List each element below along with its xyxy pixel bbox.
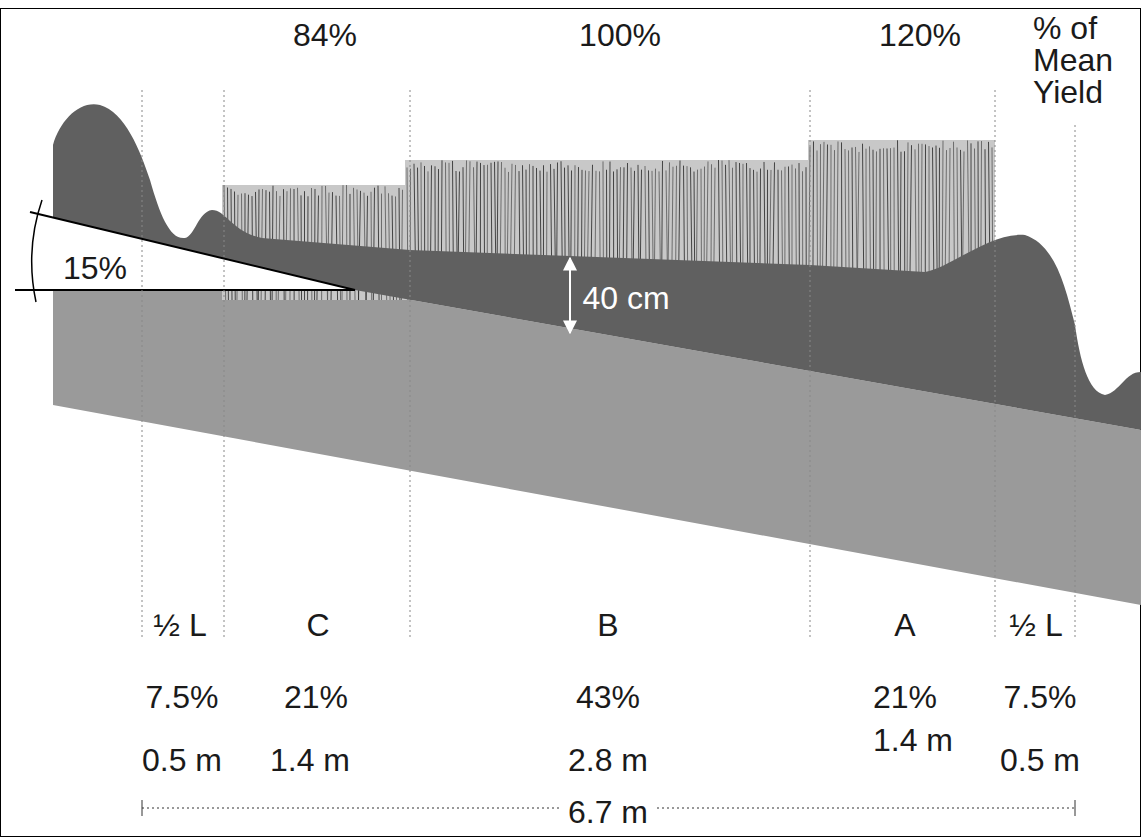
slope-label: 15% xyxy=(63,252,127,284)
width-dimension: 1.4 m xyxy=(270,744,350,776)
depth-label: 40 cm xyxy=(582,282,669,314)
divider xyxy=(1075,125,1076,640)
slope-triangle xyxy=(15,212,355,290)
divider xyxy=(224,90,225,640)
slope-line xyxy=(30,212,355,290)
width-percent: 43% xyxy=(576,681,640,713)
divider xyxy=(410,90,411,640)
horizontal-line xyxy=(15,289,355,291)
yield-percent: 100% xyxy=(579,19,661,51)
width-percent: 21% xyxy=(284,681,348,713)
yield-percent: 120% xyxy=(879,19,961,51)
width-dimension: 2.8 m xyxy=(568,744,648,776)
width-percent: 7.5% xyxy=(146,681,219,713)
dimension-tick xyxy=(1075,800,1076,816)
zone-name: B xyxy=(597,609,618,641)
divider xyxy=(142,90,143,640)
width-dimension: 0.5 m xyxy=(1000,744,1080,776)
dimension-tick xyxy=(142,800,143,816)
zone-name: C xyxy=(306,609,329,641)
width-dimension: 1.4 m xyxy=(873,724,953,756)
yield-percent: 84% xyxy=(293,19,357,51)
divider xyxy=(995,90,996,640)
angle-arc xyxy=(32,200,42,302)
axis-title: % of Mean Yield xyxy=(1033,12,1137,108)
frame xyxy=(1,9,1141,837)
total-width: 6.7 m xyxy=(562,796,654,828)
width-percent: 21% xyxy=(873,681,937,713)
width-percent: 7.5% xyxy=(1004,681,1077,713)
divider xyxy=(810,90,811,640)
zone-name: ½ L xyxy=(153,609,206,641)
zone-dividers xyxy=(142,90,1075,640)
zone-name: A xyxy=(894,609,915,641)
zone-name: ½ L xyxy=(1009,609,1062,641)
width-dimension: 0.5 m xyxy=(142,744,222,776)
depth-arrow xyxy=(569,258,571,333)
